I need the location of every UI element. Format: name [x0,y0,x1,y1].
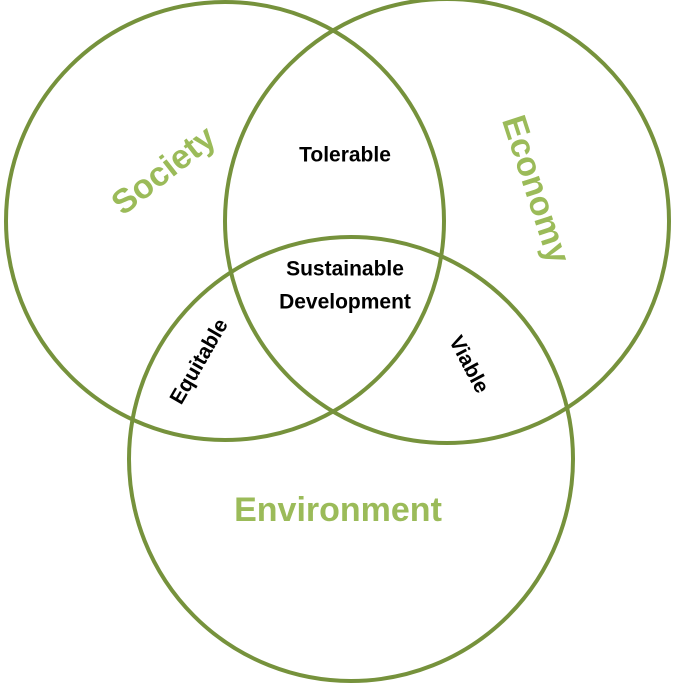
society-label: Society [104,118,223,222]
environment-circle [127,235,575,683]
society-circle [4,0,446,442]
tolerable-label: Tolerable [299,144,391,167]
economy-label: Economy [494,111,577,268]
environment-label: Environment [234,491,442,529]
viable-label: Viable [444,332,493,397]
equitable-label: Equitable [166,315,233,408]
economy-circle [223,0,671,445]
sustainable-label: Sustainable [286,258,404,281]
development-label: Development [279,291,411,314]
